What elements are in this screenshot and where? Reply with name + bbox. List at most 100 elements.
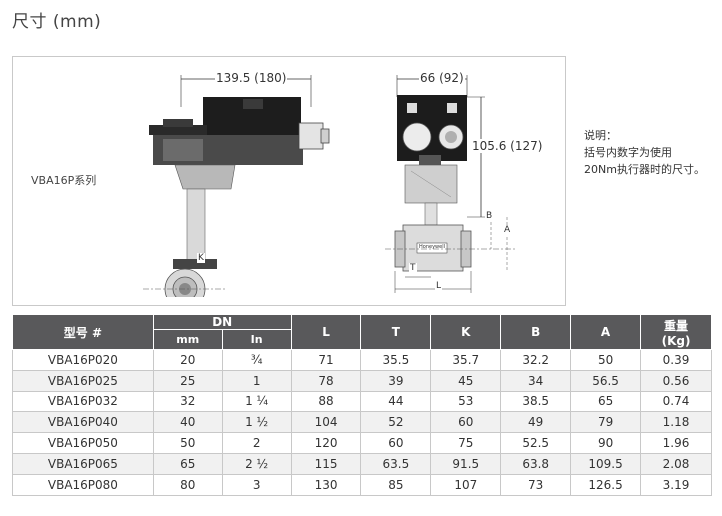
side-view-drawing <box>143 75 330 297</box>
header-mm: mm <box>152 329 223 350</box>
cell-b: 52.5 <box>500 432 572 454</box>
cell-t: 85 <box>360 473 432 496</box>
dim-b-label: B <box>485 211 494 221</box>
spec-table: 型号 # DN L T K B A 重量 (Kg) mm In VBA16P02… <box>12 314 712 496</box>
dim-t-label: T <box>409 263 417 273</box>
cell-in: 1 ½ <box>221 411 292 434</box>
cell-l: 71 <box>290 349 362 371</box>
cell-in: 3 <box>221 473 292 496</box>
cell-k: 35.7 <box>430 349 502 371</box>
cell-k: 107 <box>430 473 502 496</box>
note-line-1: 括号内数字为使用 <box>584 146 672 159</box>
cell-t: 44 <box>360 390 432 413</box>
table-row: VBA16P032 32 1 ¼ 88 44 53 38.5 65 0.74 <box>12 390 712 413</box>
cell-in: 1 <box>221 369 292 392</box>
cell-model: VBA16P050 <box>12 432 154 454</box>
cell-a: 109.5 <box>570 452 642 475</box>
cell-weight: 1.18 <box>640 411 712 434</box>
dim-a-label: A <box>503 225 512 235</box>
note-line-2: 20Nm执行器时的尺寸。 <box>584 163 705 176</box>
cell-mm: 65 <box>152 452 223 475</box>
dim-k-label: K <box>197 253 205 263</box>
cell-weight: 3.19 <box>640 473 712 496</box>
cell-t: 39 <box>360 369 432 392</box>
cell-a: 65 <box>570 390 642 413</box>
dim-height-label: 105.6 (127) <box>471 139 544 153</box>
cell-mm: 20 <box>152 349 223 371</box>
header-k: K <box>430 314 502 350</box>
series-label: VBA16P系列 <box>31 174 97 187</box>
cell-t: 52 <box>360 411 432 434</box>
nameplate-text: Honeywell <box>419 244 445 250</box>
cell-k: 91.5 <box>430 452 502 475</box>
cell-in: 2 <box>221 432 292 454</box>
cell-model: VBA16P080 <box>12 473 154 496</box>
cell-weight: 0.74 <box>640 390 712 413</box>
cell-model: VBA16P032 <box>12 390 154 413</box>
header-weight: 重量 (Kg) <box>640 314 712 350</box>
cell-in: 1 ¼ <box>221 390 292 413</box>
table-row: VBA16P040 40 1 ½ 104 52 60 49 79 1.18 <box>12 411 712 434</box>
cell-a: 126.5 <box>570 473 642 496</box>
cell-t: 60 <box>360 432 432 454</box>
cell-l: 120 <box>290 432 362 454</box>
cell-weight: 0.56 <box>640 369 712 392</box>
header-l: L <box>290 314 362 350</box>
cell-b: 63.8 <box>500 452 572 475</box>
cell-model: VBA16P020 <box>12 349 154 371</box>
cell-a: 79 <box>570 411 642 434</box>
cell-l: 115 <box>290 452 362 475</box>
cell-t: 63.5 <box>360 452 432 475</box>
cell-in: ¾ <box>221 349 292 371</box>
dim-depth-label: 66 (92) <box>419 71 465 85</box>
table-row: VBA16P025 25 1 78 39 45 34 56.5 0.56 <box>12 369 712 392</box>
header-model: 型号 # <box>12 314 154 350</box>
cell-model: VBA16P040 <box>12 411 154 434</box>
dimension-drawing-panel: VBA16P系列 139.5 (180) <box>12 56 566 306</box>
cell-l: 130 <box>290 473 362 496</box>
header-b: B <box>500 314 572 350</box>
header-dn: DN <box>152 314 292 330</box>
cell-b: 32.2 <box>500 349 572 371</box>
cell-in: 2 ½ <box>221 452 292 475</box>
cell-model: VBA16P025 <box>12 369 154 392</box>
dim-width-label: 139.5 (180) <box>215 71 288 85</box>
note-heading: 说明： <box>584 129 617 142</box>
cell-weight: 1.96 <box>640 432 712 454</box>
cell-mm: 50 <box>152 432 223 454</box>
page-title: 尺寸 (mm) <box>12 12 102 32</box>
header-in: In <box>221 329 292 350</box>
table-row: VBA16P080 80 3 130 85 107 73 126.5 3.19 <box>12 473 712 496</box>
table-row: VBA16P065 65 2 ½ 115 63.5 91.5 63.8 109.… <box>12 452 712 475</box>
cell-mm: 40 <box>152 411 223 434</box>
cell-a: 56.5 <box>570 369 642 392</box>
cell-b: 38.5 <box>500 390 572 413</box>
cell-weight: 2.08 <box>640 452 712 475</box>
cell-l: 88 <box>290 390 362 413</box>
note-panel: 说明： 括号内数字为使用 20Nm执行器时的尺寸。 <box>584 127 720 178</box>
cell-k: 45 <box>430 369 502 392</box>
cell-a: 90 <box>570 432 642 454</box>
front-view-drawing <box>385 75 515 293</box>
cell-k: 53 <box>430 390 502 413</box>
cell-t: 35.5 <box>360 349 432 371</box>
cell-b: 34 <box>500 369 572 392</box>
cell-k: 60 <box>430 411 502 434</box>
header-weight-line1: 重量 <box>664 318 689 333</box>
table-row: VBA16P020 20 ¾ 71 35.5 35.7 32.2 50 0.39 <box>12 349 712 371</box>
cell-l: 78 <box>290 369 362 392</box>
cell-weight: 0.39 <box>640 349 712 371</box>
cell-mm: 80 <box>152 473 223 496</box>
header-a: A <box>570 314 642 350</box>
dim-l-label: L <box>435 281 443 291</box>
cell-a: 50 <box>570 349 642 371</box>
header-weight-line2: (Kg) <box>661 333 691 348</box>
cell-b: 73 <box>500 473 572 496</box>
header-t: T <box>360 314 432 350</box>
cell-b: 49 <box>500 411 572 434</box>
cell-k: 75 <box>430 432 502 454</box>
cell-model: VBA16P065 <box>12 452 154 475</box>
cell-l: 104 <box>290 411 362 434</box>
cell-mm: 32 <box>152 390 223 413</box>
table-row: VBA16P050 50 2 120 60 75 52.5 90 1.96 <box>12 432 712 454</box>
